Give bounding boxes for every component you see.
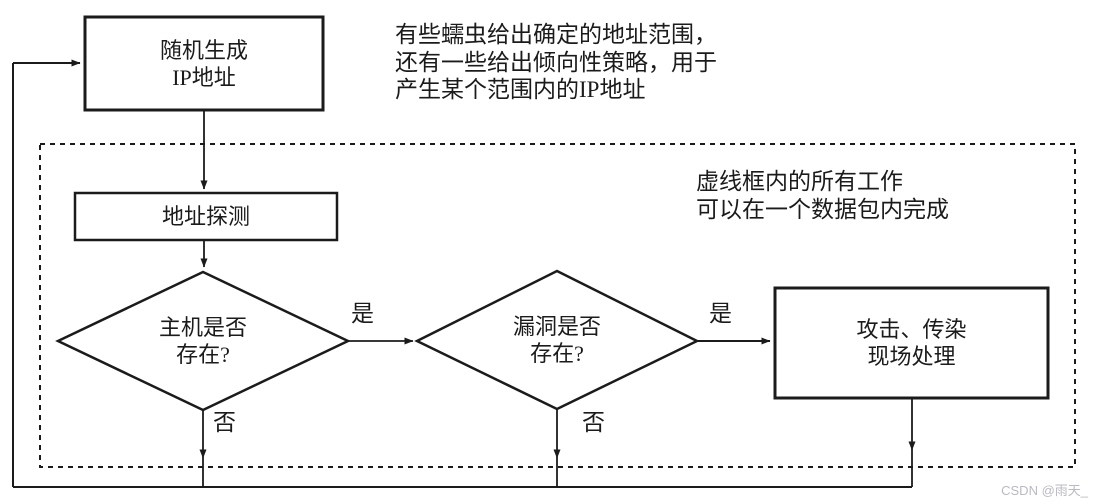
- vuln-exists-label: 漏洞是否 存在?: [512, 314, 601, 366]
- vuln-yes-label: 是: [709, 301, 732, 326]
- top-note: 有些蠕虫给出确定的地址范围， 还有一些给出倾向性策略，用于 产生某个范围内的IP…: [395, 22, 717, 102]
- host-exists-label: 主机是否 存在?: [158, 315, 247, 367]
- attack-infect-label: 攻击、传染 现场处理: [856, 317, 967, 369]
- host-no-label: 否: [213, 410, 236, 435]
- address-probe-box: [73, 191, 339, 242]
- host-yes-label: 是: [351, 301, 374, 326]
- address-probe-label: 地址探测: [161, 204, 250, 229]
- generate-ip-label: 随机生成 IP地址: [159, 37, 248, 90]
- watermark-text: CSDN @雨天_: [1001, 483, 1088, 498]
- dashed-box-note: 虚线框内的所有工作 可以在一个数据包内完成: [696, 169, 949, 222]
- attack-infect-box: [773, 286, 1050, 400]
- vuln-no-label: 否: [582, 410, 605, 435]
- dashed-packet-boundary: [39, 143, 1076, 468]
